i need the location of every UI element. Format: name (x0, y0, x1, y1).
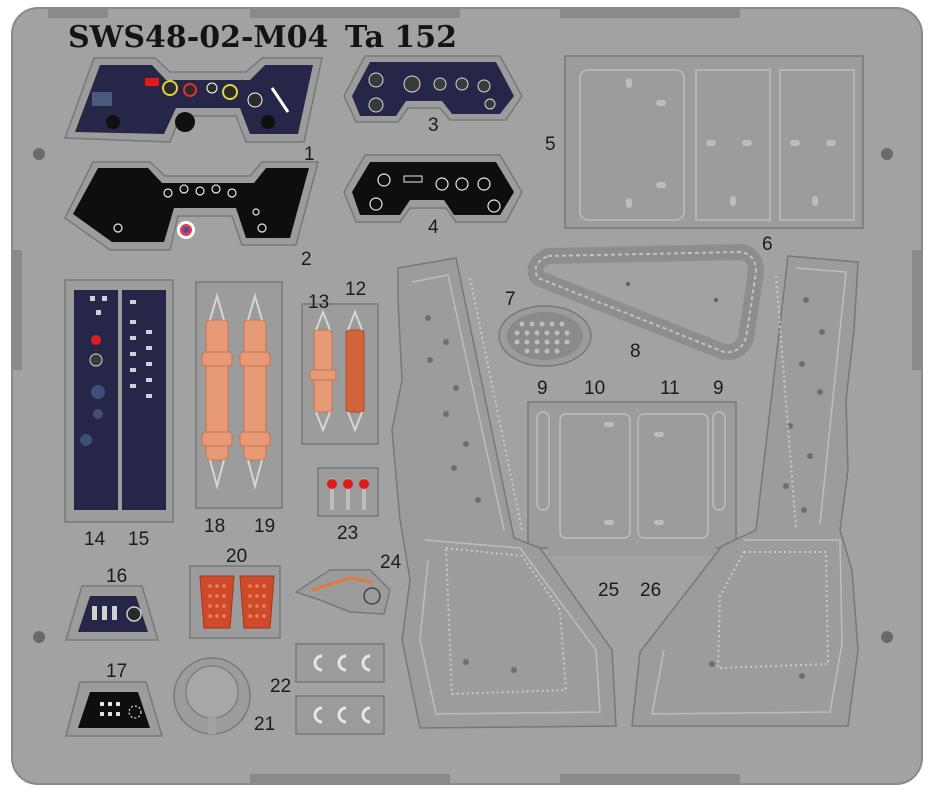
part-number-2: 2 (301, 249, 312, 270)
part-number-24: 24 (380, 552, 402, 573)
part-number-15: 15 (128, 529, 149, 550)
fret-model: Ta 152 (345, 20, 457, 55)
part-number-23: 23 (337, 523, 358, 544)
part-7-grille: 7 (498, 289, 592, 367)
part-20-rudder-pedals: 20 (189, 546, 281, 639)
part-22-clips: 22 (270, 643, 385, 735)
part-21-ring: 21 (173, 657, 275, 735)
part-number-8: 8 (630, 341, 641, 362)
part-24-bracket: 24 (294, 552, 402, 615)
part-17-black-box: 17 (65, 661, 164, 737)
part-number-11: 11 (660, 378, 680, 399)
part-number-4: 4 (428, 217, 439, 238)
part-2-black-panel: 2 (64, 161, 319, 270)
part-number-1: 1 (304, 144, 315, 165)
part-number-9-left: 9 (537, 378, 548, 399)
part-number-17: 17 (106, 661, 127, 682)
part-number-5: 5 (545, 134, 556, 155)
part-5-6-floor-plates: 5 6 (545, 55, 864, 255)
part-number-13: 13 (308, 292, 329, 313)
part-number-14: 14 (84, 529, 106, 550)
fret-code: SWS48-02-M04 (68, 20, 328, 55)
part-number-6: 6 (762, 234, 773, 255)
part-number-12: 12 (345, 279, 366, 300)
part-4-black-panel: 4 (343, 154, 523, 238)
part-16-box-panel: 16 (64, 566, 160, 641)
part-number-21: 21 (254, 714, 275, 735)
part-18-19-harness: 18 19 (195, 281, 283, 537)
part-number-7: 7 (505, 289, 516, 310)
part-number-9-right: 9 (713, 378, 724, 399)
part-number-18: 18 (204, 516, 225, 537)
part-number-25: 25 (598, 580, 619, 601)
part-number-16: 16 (106, 566, 127, 587)
left-side-panel (391, 257, 617, 729)
right-side-panel (631, 255, 859, 727)
part-1-instrument-panel: 1 (63, 57, 323, 165)
part-9-10-11-floor-assembly: 9 10 11 9 25 26 (527, 378, 737, 601)
part-number-10: 10 (584, 378, 605, 399)
part-number-26: 26 (640, 580, 661, 601)
part-number-22: 22 (270, 676, 291, 697)
part-14-15-side-consoles: 14 15 (64, 279, 174, 550)
part-number-19: 19 (254, 516, 275, 537)
part-8-frame: 8 (527, 244, 764, 362)
part-3-instrument-panel: 3 (343, 55, 523, 136)
mount-hole (881, 148, 893, 160)
part-number-3: 3 (428, 115, 439, 136)
part-number-20: 20 (226, 546, 247, 567)
part-12-13-lap-belts: 13 12 (301, 279, 379, 445)
mount-hole (33, 148, 45, 160)
mount-hole (33, 631, 45, 643)
part-23-levers: 23 (317, 467, 379, 544)
mount-hole (881, 631, 893, 643)
